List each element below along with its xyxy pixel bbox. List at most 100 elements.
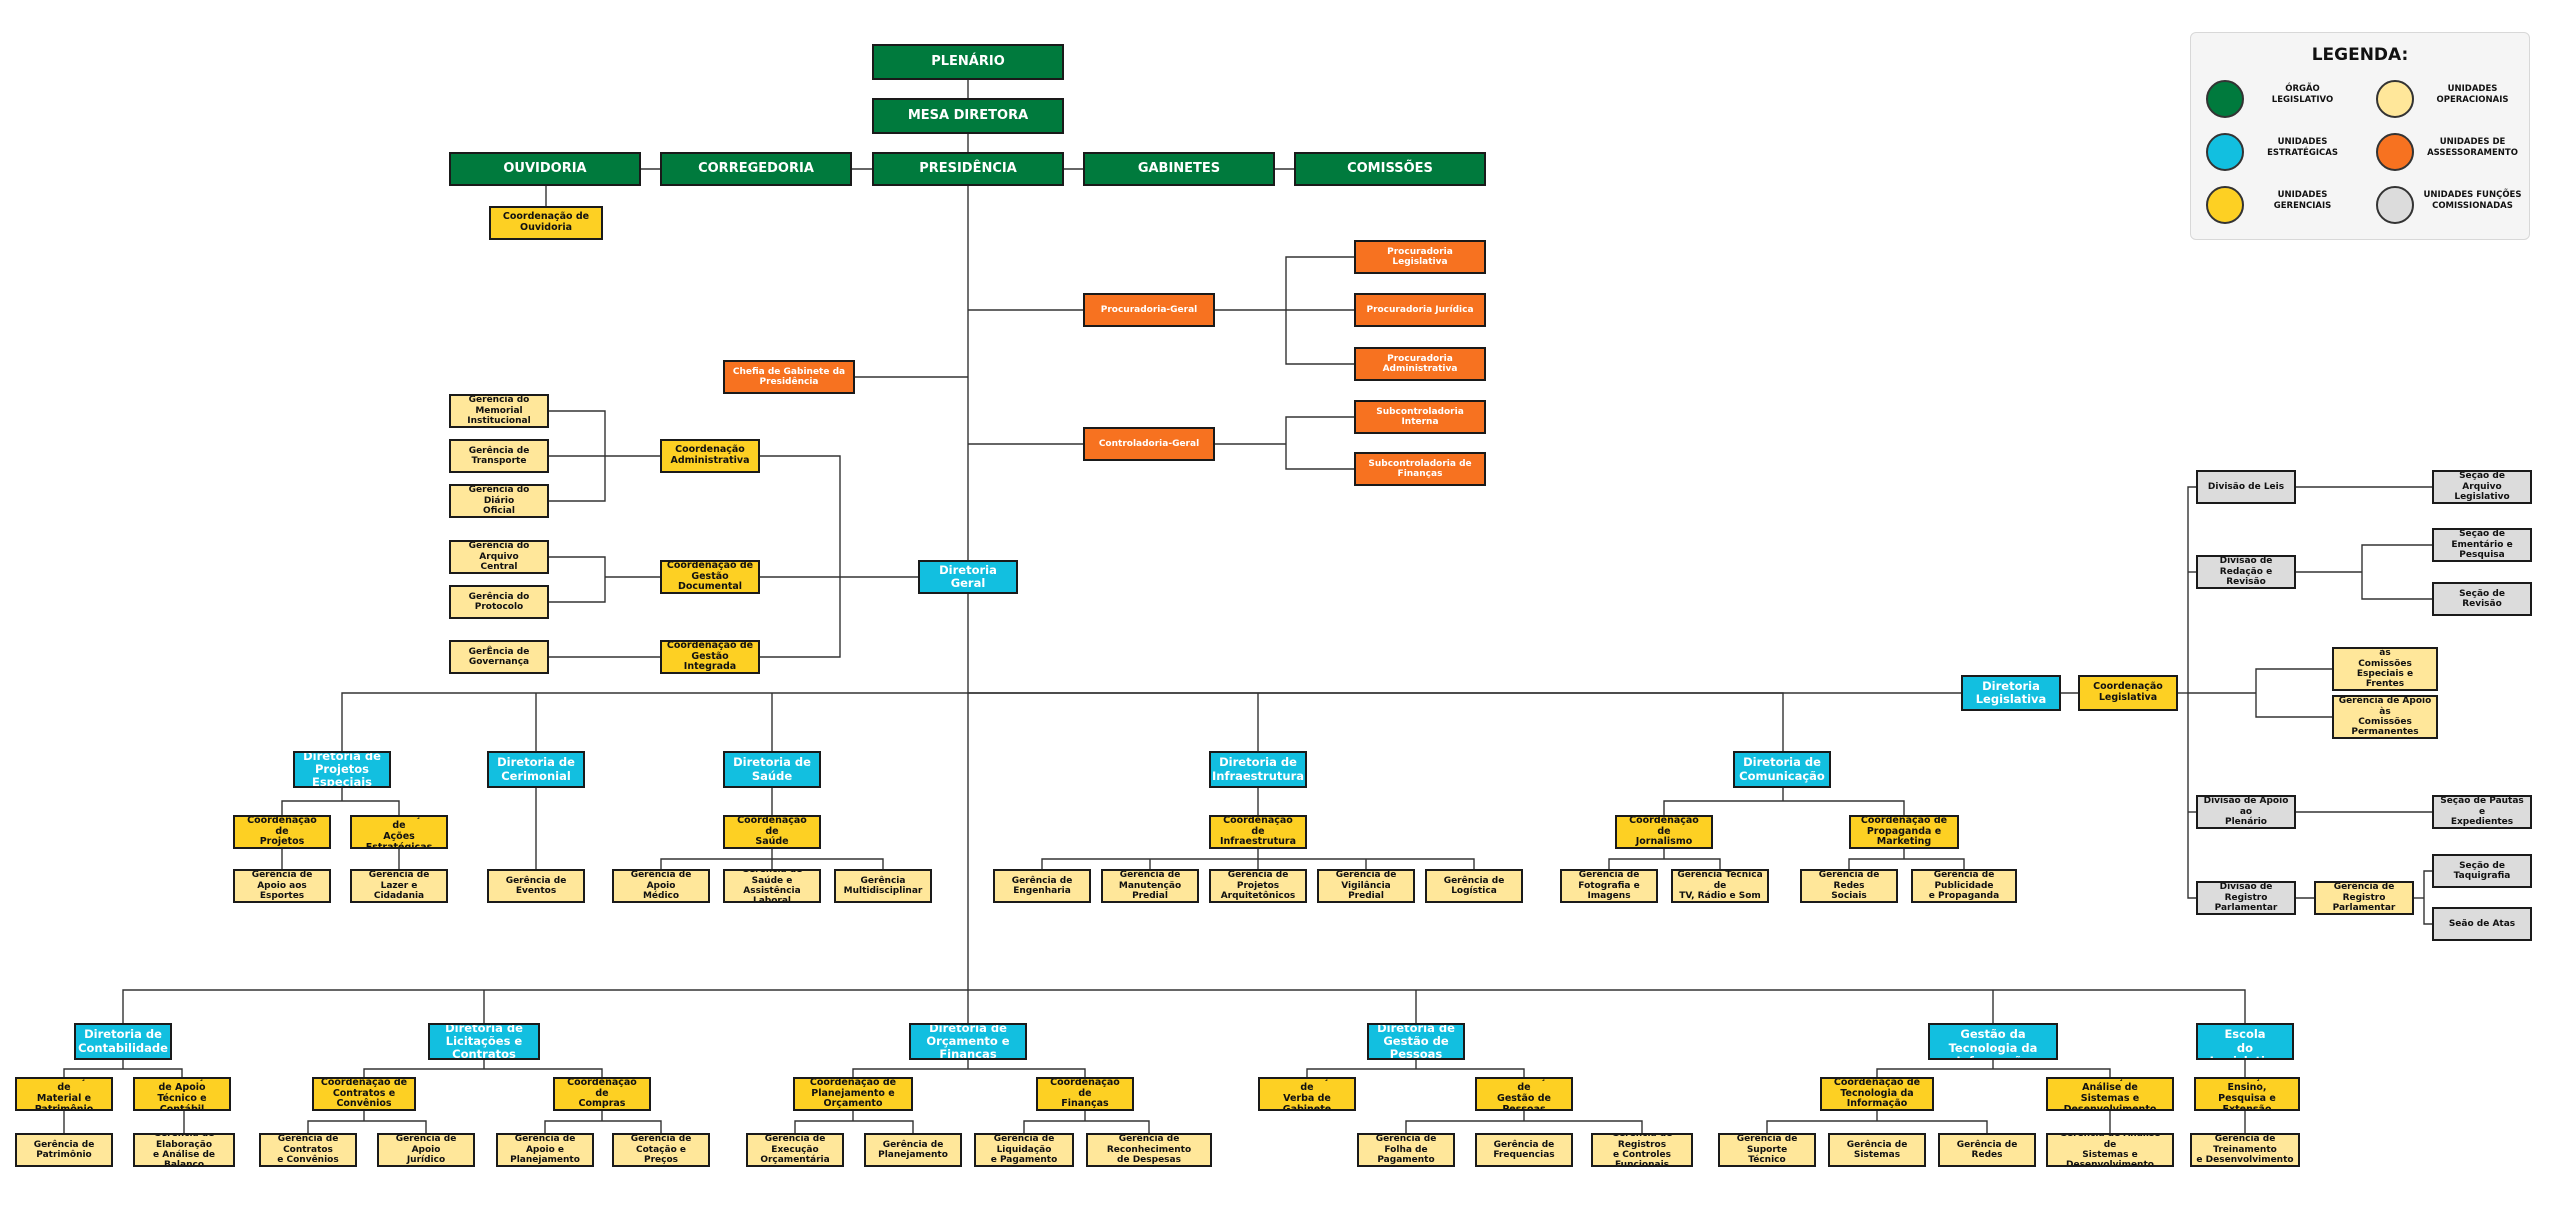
node-ger-apoio-medico[interactable]: Gerência de Apoio Médico — [612, 869, 710, 903]
node-sec-revisao[interactable]: Seção de Revisão — [2432, 582, 2532, 616]
node-sec-pautas[interactable]: Seção de Pautas e Expedientes — [2432, 795, 2532, 829]
node-dir-licitacoes[interactable]: Diretoria de Licitações e Contratos — [428, 1023, 540, 1060]
node-coord-analise-sistemas[interactable]: Coordenação de Análise de Sistemas e Des… — [2046, 1077, 2174, 1111]
node-corregedoria[interactable]: CORREGEDORIA — [660, 152, 852, 186]
node-ger-governanca[interactable]: GerÊncia de Governança — [449, 640, 549, 674]
node-dir-orcamento[interactable]: Diretoria de Orçamento e Finanças — [909, 1023, 1027, 1060]
node-procuradoria-geral[interactable]: Procuradoria-Geral — [1083, 293, 1215, 327]
node-gabinetes[interactable]: GABINETES — [1083, 152, 1275, 186]
node-ger-transporte[interactable]: Gerência de Transporte — [449, 439, 549, 473]
node-coord-saude[interactable]: Coordenação de Saúde — [723, 815, 821, 849]
node-ger-engenharia[interactable]: Gerência de Engenharia — [993, 869, 1091, 903]
node-ger-folha[interactable]: Gerência de Folha de Pagamento — [1357, 1133, 1455, 1167]
node-ger-vigilancia[interactable]: Gerência de Vigilância Predial — [1317, 869, 1415, 903]
node-coord-administrativa[interactable]: Coordenação Administrativa — [660, 439, 760, 473]
node-ger-eventos[interactable]: Gerência de Eventos — [487, 869, 585, 903]
node-procuradoria-legislativa[interactable]: Procuradoria Legislativa — [1354, 240, 1486, 274]
node-ger-arquivo-central[interactable]: Gerência do Arquivo Central — [449, 540, 549, 574]
node-coord-verba-gabinete[interactable]: Coordenação de Verba de Gabinete — [1258, 1077, 1356, 1111]
node-coord-planejamento-orc[interactable]: Coordenação de Planejamento e Orçamento — [793, 1077, 913, 1111]
node-ger-saude-assistencia[interactable]: Gerência de Saúde e Assistência Laboral — [723, 869, 821, 903]
node-ger-suporte[interactable]: Gerência de Suporte Técnico — [1718, 1133, 1816, 1167]
node-ouvidoria[interactable]: OUVIDORIA — [449, 152, 641, 186]
node-dir-cerimonial[interactable]: Diretoria de Cerimonial — [487, 751, 585, 788]
node-coord-gestao-documental[interactable]: Coordenação de Gestão Documental — [660, 560, 760, 594]
node-sec-taquigrafia[interactable]: Seção de Taquigrafia — [2432, 854, 2532, 888]
node-ger-registro[interactable]: Gerência de Registro Parlamentar — [2314, 881, 2414, 915]
node-coord-financas[interactable]: Coordenação de Finanças — [1036, 1077, 1134, 1111]
node-div-registro[interactable]: Divisão de Registro Parlamentar — [2196, 881, 2296, 915]
node-ger-patrimonio[interactable]: Gerência de Patrimônio — [15, 1133, 113, 1167]
node-mesa-diretora[interactable]: MESA DIRETORA — [872, 98, 1064, 134]
node-sec-atas[interactable]: Seão de Atas — [2432, 907, 2532, 941]
node-coord-acoes-estrategicas[interactable]: Coordenação de Ações Estratégicas — [350, 815, 448, 849]
node-coord-jornalismo[interactable]: Coordenação de Jornalismo — [1615, 815, 1713, 849]
node-ger-apoio-comissoes-permanentes[interactable]: Gerência de Apoio às Comissões Permanent… — [2332, 695, 2438, 739]
node-ger-redes[interactable]: Gerência de Redes — [1938, 1133, 2036, 1167]
node-ger-apoio-juridico[interactable]: Gerência de Apoio Jurídico — [377, 1133, 475, 1167]
node-comissoes[interactable]: COMISSÕES — [1294, 152, 1486, 186]
node-dir-saude[interactable]: Diretoria de Saúde — [723, 751, 821, 788]
node-ger-balanco[interactable]: Gerência de Elaboração e Análise de Bala… — [133, 1133, 235, 1167]
node-diretoria-legislativa[interactable]: Diretoria Legislativa — [1961, 675, 2061, 711]
node-coord-projetos[interactable]: Coordenação de Projetos — [233, 815, 331, 849]
node-coord-contratos[interactable]: Coordenação de Contratos e Convênios — [312, 1077, 416, 1111]
node-coord-material[interactable]: Coordenação de Material e Patrimônio — [15, 1077, 113, 1111]
node-sec-ementario[interactable]: Seção de Ementário e Pesquisa — [2432, 528, 2532, 562]
node-coord-gestao-integrada[interactable]: Coordenação de Gestão Integrada — [660, 640, 760, 674]
node-dir-gestao-pessoas[interactable]: Diretoria de Gestão de Pessoas — [1367, 1023, 1465, 1060]
node-coord-compras[interactable]: Coordenação de Compras — [553, 1077, 651, 1111]
node-ger-analise-sistemas[interactable]: Gerência de Análise de Sistemas e Desenv… — [2046, 1133, 2174, 1167]
node-coord-gestao-pessoas[interactable]: Coordenação de Gestão de Pessoas — [1475, 1077, 1573, 1111]
node-coord-ti[interactable]: Coordenação de Tecnologia da Informação — [1820, 1077, 1934, 1111]
node-ger-lazer[interactable]: Gerência de Lazer e Cidadania — [350, 869, 448, 903]
node-dir-projetos-especiais[interactable]: Diretoria de Projetos Especiais — [293, 751, 391, 788]
node-coord-infraestrutura[interactable]: Coordenação de Infraestrutura — [1209, 815, 1307, 849]
node-procuradoria-juridica[interactable]: Procuradoria Jurídica — [1354, 293, 1486, 327]
node-ger-memorial[interactable]: Gerência do Memorial Institucional — [449, 394, 549, 428]
node-ger-multidisciplinar[interactable]: Gerência Multidisciplinar — [834, 869, 932, 903]
node-ger-frequencias[interactable]: Gerência de Frequencias — [1475, 1133, 1573, 1167]
node-div-redacao[interactable]: Divisão de Redação e Revisão — [2196, 555, 2296, 589]
node-ger-execucao-orc[interactable]: Gerência de Execução Orçamentária — [746, 1133, 844, 1167]
node-coord-propaganda[interactable]: Coordenação de Propaganda e Marketing — [1849, 815, 1959, 849]
node-subcontroladoria-interna[interactable]: Subcontroladoria Interna — [1354, 400, 1486, 434]
node-coord-legislativa[interactable]: Coordenação Legislativa — [2078, 675, 2178, 711]
node-ger-publicidade[interactable]: Gerência de Publicidade e Propaganda — [1911, 869, 2017, 903]
node-ger-fotografia[interactable]: Gerência de Fotografia e Imagens — [1560, 869, 1658, 903]
node-ger-apoio-planejamento[interactable]: Gerência de Apoio e Planejamento — [496, 1133, 594, 1167]
node-ger-cotacao[interactable]: Gerência de Cotação e Preços — [612, 1133, 710, 1167]
node-dir-ti[interactable]: Diretoria de Gestão da Tecnologia da Inf… — [1928, 1023, 2058, 1060]
node-ger-protocolo[interactable]: Gerência do Protocolo — [449, 585, 549, 619]
node-sec-arquivo-legislativo[interactable]: Seção de Arquivo Legislativo — [2432, 470, 2532, 504]
node-coord-apoio-tecnico[interactable]: Coordenação de Apoio Técnico e Contábil — [133, 1077, 231, 1111]
node-ger-reconhecimento[interactable]: Gerência de Reconhecimento de Despesas — [1086, 1133, 1212, 1167]
node-procuradoria-administrativa[interactable]: Procuradoria Administrativa — [1354, 347, 1486, 381]
node-presidencia[interactable]: PRESIDÊNCIA — [872, 152, 1064, 186]
node-ger-projetos-arq[interactable]: Gerência de Projetos Arquitetônicos — [1209, 869, 1307, 903]
node-ger-redes-sociais[interactable]: Gerência de Redes Sociais — [1800, 869, 1898, 903]
node-dir-comunicacao[interactable]: Diretoria de Comunicação — [1733, 751, 1831, 788]
node-chefia-gabinete[interactable]: Chefia de Gabinete da Presidência — [723, 360, 855, 394]
node-controladoria-geral[interactable]: Controladoria-Geral — [1083, 427, 1215, 461]
node-subcontroladoria-financas[interactable]: Subcontroladoria de Finanças — [1354, 452, 1486, 486]
node-dir-infraestrutura[interactable]: Diretoria de Infraestrutura — [1209, 751, 1307, 788]
node-ger-logistica[interactable]: Gerência de Logística — [1425, 869, 1523, 903]
node-coord-ensino[interactable]: Coordenação de Ensino, Pesquisa e Extens… — [2194, 1077, 2300, 1111]
node-ger-registros-funcionais[interactable]: Gerência de Registros e Controles Funcio… — [1591, 1133, 1693, 1167]
node-ger-contratos[interactable]: Gerência de Contratos e Convênios — [259, 1133, 357, 1167]
node-ger-treinamento[interactable]: Gerência de Treinamento e Desenvolviment… — [2190, 1133, 2300, 1167]
node-plenario[interactable]: PLENÁRIO — [872, 44, 1064, 80]
node-dir-escola[interactable]: Diretoria da Escola do Legislativo — [2196, 1023, 2294, 1060]
node-ger-planejamento[interactable]: Gerência de Planejamento — [864, 1133, 962, 1167]
node-ger-tecnica-tv[interactable]: Gerência Técnica de TV, Rádio e Som — [1671, 869, 1769, 903]
node-ger-apoio-esportes[interactable]: Gerência de Apoio aos Esportes — [233, 869, 331, 903]
node-ger-apoio-comissoes-especiais[interactable]: Gerência de Apoio às Comissões Especiais… — [2332, 647, 2438, 691]
node-ger-sistemas[interactable]: Gerência de Sistemas — [1828, 1133, 1926, 1167]
node-coord-ouvidoria[interactable]: Coordenação de Ouvidoria — [489, 206, 603, 240]
node-ger-diario[interactable]: Gerência do Diário Oficial — [449, 484, 549, 518]
node-div-leis[interactable]: Divisão de Leis — [2196, 470, 2296, 504]
node-dir-contabilidade[interactable]: Diretoria de Contabilidade — [74, 1023, 172, 1060]
node-div-apoio-plenario[interactable]: Divisão de Apoio ao Plenário — [2196, 795, 2296, 829]
node-ger-liquidacao[interactable]: Gerência de Liquidação e Pagamento — [974, 1133, 1074, 1167]
